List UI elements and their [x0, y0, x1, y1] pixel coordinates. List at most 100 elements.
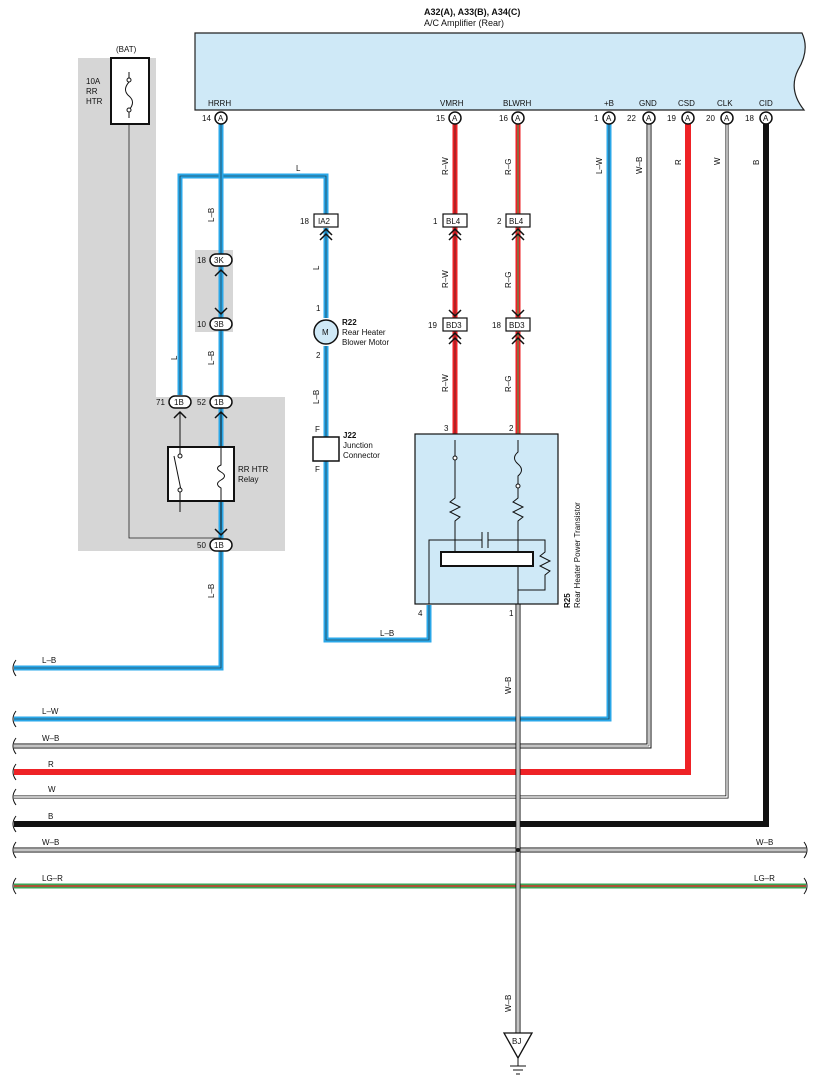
amp-terminals	[214, 111, 773, 125]
wire-label-w-left: W	[48, 785, 56, 794]
junction-name: Junction	[343, 441, 373, 450]
terminal-name-hrrh: HRRH	[208, 99, 231, 108]
terminal-pin-blwrh: 16	[499, 114, 508, 123]
connector-3k-pin: 18	[197, 256, 206, 265]
connector-bd3-18	[505, 309, 531, 345]
connector-bl4-2-pin: 2	[497, 217, 502, 226]
terminal-pin-vmrh: 15	[436, 114, 445, 123]
wire-label-wb-through-right: W–B	[756, 838, 773, 847]
motor-pin2: 2	[316, 351, 321, 360]
terminal-conn-gnd: A	[646, 114, 652, 123]
wire-label-r-vert: R	[674, 159, 683, 165]
amplifier-title: A32(A), A33(B), A34(C)	[424, 7, 520, 17]
wire-label-r-left: R	[48, 760, 54, 769]
connector-bd3-18-label: BD3	[509, 321, 525, 330]
connector-1b-50-pin: 50	[197, 541, 206, 550]
terminal-conn-cid: A	[763, 114, 769, 123]
wire-label-lb-1: L–B	[207, 208, 216, 222]
motor-id: R22	[342, 318, 357, 327]
connector-bl4-1-pin: 1	[433, 217, 438, 226]
motor-icon	[313, 319, 339, 345]
terminal-name-cid: CID	[759, 99, 773, 108]
transistor-pin2: 2	[509, 424, 514, 433]
connector-1b-50-label: 1B	[214, 541, 224, 550]
motor-pin1: 1	[316, 304, 321, 313]
wire-label-lgr-left: LG–R	[42, 874, 63, 883]
wire-label-wb-ground-1: W–B	[504, 677, 513, 694]
terminal-conn-bplus: A	[606, 114, 612, 123]
fuse-icon	[125, 72, 133, 118]
wire-label-lb-2: L–B	[207, 351, 216, 365]
terminal-pin-hrrh: 14	[202, 114, 211, 123]
ground-icon	[502, 1032, 534, 1060]
fuse-rating: 10A	[86, 77, 101, 86]
wire-label-lb-3: L–B	[207, 584, 216, 598]
terminal-pin-gnd: 22	[627, 114, 636, 123]
wire-label-lw-left: L–W	[42, 707, 59, 716]
wire-label-lw-vert: L–W	[595, 157, 604, 174]
fuse-line2: RR	[86, 87, 98, 96]
junction-id: J22	[343, 431, 357, 440]
connector-3b	[209, 307, 233, 331]
wire-label-wb-left: W–B	[42, 734, 59, 743]
wire-label-lb-left: L–B	[42, 656, 56, 665]
transistor-element	[440, 551, 534, 567]
terminal-conn-blwrh: A	[515, 114, 521, 123]
connector-bd3-19-label: BD3	[446, 321, 462, 330]
transistor-internals	[428, 440, 552, 604]
terminal-name-gnd: GND	[639, 99, 657, 108]
wire-label-lb-motor: L–B	[312, 390, 321, 404]
relay-coil-icon	[217, 412, 225, 530]
wire-fuse-relay	[128, 124, 221, 539]
transistor-box	[414, 433, 559, 605]
connector-3b-pin: 10	[197, 320, 206, 329]
connector-1b-52	[209, 395, 233, 419]
connector-1b-71	[168, 395, 192, 419]
terminal-pin-cid: 18	[745, 114, 754, 123]
terminal-conn-clk: A	[724, 114, 730, 123]
wire-label-wb-through-left: W–B	[42, 838, 59, 847]
connector-bl4-1	[442, 213, 468, 241]
relay-sub: Relay	[238, 475, 258, 484]
wire-cid-b	[14, 118, 769, 827]
connector-ia2-label: IA2	[318, 217, 331, 226]
amplifier-subtitle: A/C Amplifier (Rear)	[424, 18, 504, 28]
terminal-name-b-plus: +B	[604, 99, 614, 108]
terminal-name-clk: CLK	[717, 99, 733, 108]
wire-label-rw-3: R–W	[441, 374, 450, 392]
connector-bl4-2	[505, 213, 531, 241]
wire-label-l-left: L	[170, 355, 179, 360]
connector-ia2	[313, 213, 339, 241]
connector-1b-71-label: 1B	[174, 398, 184, 407]
connector-bd3-19	[442, 309, 468, 345]
connector-bd3-18-pin: 18	[492, 321, 501, 330]
splice-point	[516, 848, 520, 852]
wire-label-l-ia2: L	[312, 265, 321, 270]
terminal-pin-csd: 19	[667, 114, 676, 123]
transistor-pin3: 3	[444, 424, 449, 433]
wire-label-wb-ground-2: W–B	[504, 995, 513, 1012]
terminal-pin-bplus: 1	[594, 114, 599, 123]
wire-label-rg-3: R–G	[504, 376, 513, 392]
wire-label-lgr-right: LG–R	[754, 874, 775, 883]
junction-pin-bottom: F	[315, 465, 320, 474]
wire-label-w-vert: W	[713, 157, 722, 165]
terminal-conn-vmrh: A	[452, 114, 458, 123]
connector-1b-52-pin: 52	[197, 398, 206, 407]
wire-break-marks	[12, 659, 808, 895]
connector-1b-50	[209, 528, 233, 552]
wire-label-b-left: B	[48, 812, 53, 821]
junction-pin-top: F	[315, 425, 320, 434]
terminal-name-vmrh: VMRH	[440, 99, 464, 108]
motor-symbol: M	[322, 328, 329, 337]
terminal-pin-clk: 20	[706, 114, 715, 123]
wire-label-l-top: L	[296, 164, 301, 173]
terminal-name-csd: CSD	[678, 99, 695, 108]
relay-switch-icon	[173, 412, 182, 512]
connector-1b-71-pin: 71	[156, 398, 165, 407]
junction-connector	[312, 436, 340, 462]
relay-name: RR HTR	[238, 465, 268, 474]
transistor-id: R25	[563, 593, 572, 608]
wire-label-rg-2: R–G	[504, 272, 513, 288]
